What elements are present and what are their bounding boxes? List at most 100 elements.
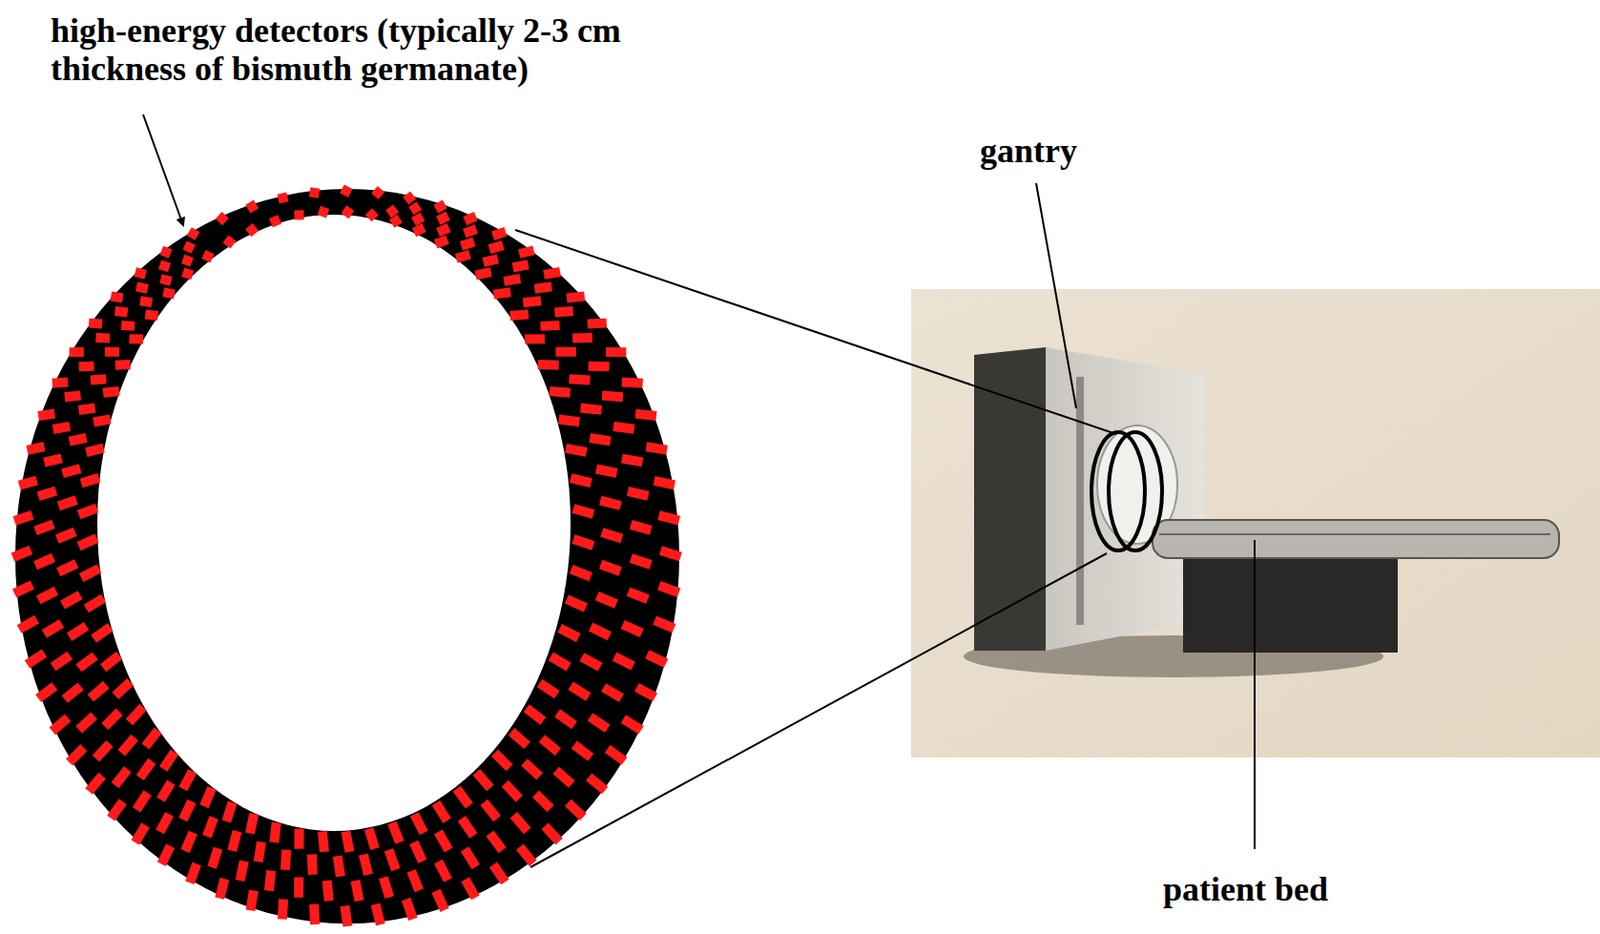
detector-block xyxy=(564,799,587,821)
detector-block xyxy=(432,800,452,824)
detector-label: high-energy detectors (typically 2-3 cm … xyxy=(50,11,719,88)
detector-block xyxy=(49,713,72,735)
detector-block xyxy=(339,905,353,928)
detector-block xyxy=(95,332,110,343)
detector-block xyxy=(409,840,427,864)
detector-block xyxy=(580,403,603,416)
detector-block xyxy=(293,876,304,897)
detector-block xyxy=(538,359,560,371)
detector-block xyxy=(537,679,561,700)
detector-block xyxy=(552,767,575,789)
detector-block xyxy=(612,652,636,671)
detector-block xyxy=(162,287,176,299)
detector-block xyxy=(621,454,644,468)
detector-block xyxy=(462,211,478,226)
detector-block xyxy=(602,391,624,403)
detector-block xyxy=(532,790,555,813)
leader-line xyxy=(143,114,1255,868)
detector-block xyxy=(293,828,304,849)
detector-block xyxy=(56,559,79,577)
detector-block xyxy=(402,190,416,205)
detector-block xyxy=(629,519,653,536)
detector-block xyxy=(485,831,506,854)
detector-block xyxy=(25,441,45,456)
detector-block xyxy=(595,464,619,478)
detector-block xyxy=(508,727,531,749)
detector-block xyxy=(78,361,94,373)
detector-block xyxy=(512,259,530,272)
detector-block xyxy=(554,306,574,317)
detector-block xyxy=(523,704,547,725)
detector-block xyxy=(156,780,175,803)
detector-block xyxy=(571,503,595,520)
detector-block xyxy=(433,199,447,213)
detector-block xyxy=(215,211,229,226)
detector-block xyxy=(571,741,595,762)
detector-block xyxy=(629,553,653,569)
detector-block xyxy=(462,224,478,238)
detector-block xyxy=(159,748,179,771)
detector-block xyxy=(69,347,84,357)
detector-block xyxy=(33,519,55,536)
detector-block xyxy=(588,623,612,642)
detector-block xyxy=(579,652,603,671)
detector-block xyxy=(568,374,591,385)
detector-block xyxy=(178,768,197,791)
detector-block xyxy=(135,281,149,293)
detector-block xyxy=(80,473,102,488)
detector-block xyxy=(24,648,47,668)
detector-block xyxy=(371,903,386,927)
detector-block xyxy=(645,441,668,455)
detector-block xyxy=(145,310,159,321)
detector-block xyxy=(587,361,609,373)
detector-block xyxy=(84,772,106,795)
detector-block xyxy=(548,652,572,672)
detector-block xyxy=(540,320,561,332)
detector-block xyxy=(406,869,423,893)
detector-block xyxy=(75,651,98,672)
detector-block xyxy=(489,861,510,885)
detector-block xyxy=(183,240,196,253)
detector-block xyxy=(78,403,97,416)
detector-block xyxy=(87,681,110,703)
detector-block xyxy=(111,678,134,700)
detector-block xyxy=(621,714,645,734)
detector-block xyxy=(612,421,635,435)
detector-block xyxy=(181,267,194,280)
detector-block xyxy=(136,758,157,781)
detector-block xyxy=(548,386,571,398)
detector-block xyxy=(564,594,588,612)
detector-block xyxy=(106,798,127,821)
detector-block xyxy=(277,192,290,205)
detector-block xyxy=(401,897,418,921)
detector-block xyxy=(33,553,56,571)
detector-block xyxy=(277,898,289,920)
gantry-label: gantry xyxy=(979,131,1114,170)
detector-block xyxy=(77,534,100,552)
detector-block xyxy=(587,712,611,733)
detector-block xyxy=(41,619,64,639)
detector-block xyxy=(199,786,216,809)
detector-block xyxy=(434,859,453,883)
detector-block xyxy=(657,581,681,598)
detector-block xyxy=(63,391,82,403)
detector-block xyxy=(509,310,529,321)
detector-block xyxy=(269,214,282,228)
detector-block xyxy=(293,209,304,220)
detector-block xyxy=(17,615,40,634)
detector-block xyxy=(117,734,139,757)
detector-block xyxy=(57,495,79,511)
detector-block xyxy=(68,433,88,447)
detector-block xyxy=(103,386,121,398)
detector-block xyxy=(317,206,331,219)
detector-block xyxy=(180,831,197,853)
detector-block xyxy=(158,260,171,273)
detector-block xyxy=(564,443,587,458)
detector-block xyxy=(569,564,593,582)
detector-block xyxy=(539,734,562,756)
detector-block xyxy=(568,682,592,702)
detector-block xyxy=(317,831,330,852)
detector-block xyxy=(88,318,104,330)
detector-block xyxy=(187,227,201,241)
detector-block xyxy=(434,234,450,249)
